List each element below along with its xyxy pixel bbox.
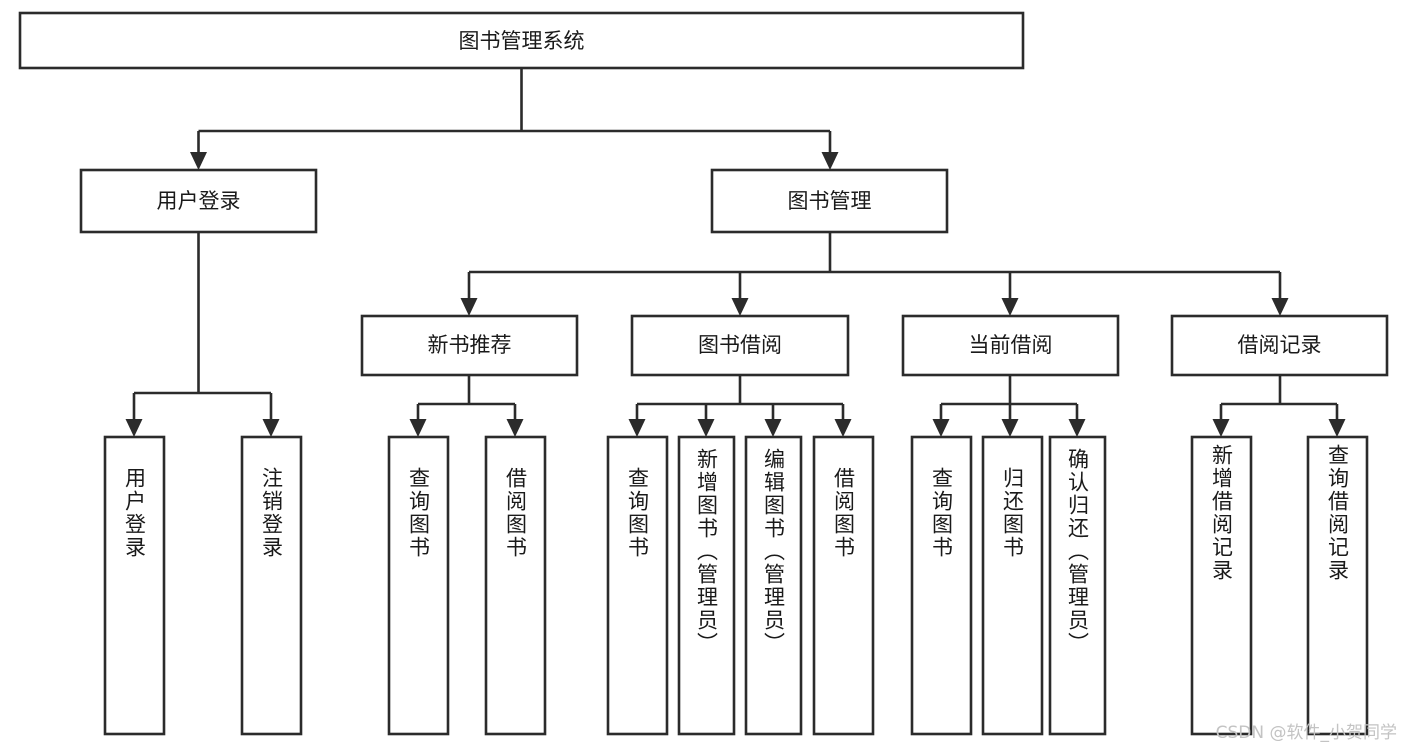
edge-root-trunk xyxy=(197,68,832,152)
arrow-to-user-login xyxy=(190,152,207,170)
arrow-to-borrow-record xyxy=(1271,298,1289,316)
edge-current-borrow-trunk xyxy=(939,375,1079,419)
leaf-box-add-record[interactable] xyxy=(1190,435,1253,736)
arrow-to-leaf-add-book xyxy=(697,419,715,437)
leaf-label-query-record: 查询借阅记录 xyxy=(1326,444,1350,582)
leaf-box-query-book-3[interactable] xyxy=(910,435,973,736)
node-book-borrow-box[interactable] xyxy=(630,314,850,377)
node-book-borrow-label: 图书借阅 xyxy=(698,333,782,357)
arrow-to-leaf-user-login xyxy=(125,419,143,437)
arrow-to-leaf-confirm-return xyxy=(1068,419,1086,437)
edges-layer xyxy=(125,68,1346,437)
node-root-label: 图书管理系统 xyxy=(459,29,585,53)
leaf-label-borrow-book-1: 借阅图书 xyxy=(504,467,528,559)
leaf-label-query-book-2: 查询图书 xyxy=(626,467,650,559)
arrow-to-book-mgmt xyxy=(821,152,839,170)
node-new-book-recommend-box[interactable] xyxy=(360,314,579,377)
leaf-label-edit-book: 编辑图书（管理员） xyxy=(762,448,786,655)
arrow-to-current-borrow xyxy=(1001,298,1019,316)
node-root[interactable]: 图书管理系统 xyxy=(18,11,1025,70)
node-root-box[interactable] xyxy=(18,11,1025,70)
leaf-box-confirm-return[interactable] xyxy=(1048,435,1107,736)
arrow-to-leaf-query-book-1 xyxy=(409,419,427,437)
node-current-borrow-label: 当前借阅 xyxy=(969,333,1053,357)
arrow-to-leaf-borrow-book-2 xyxy=(834,419,852,437)
leaf-label-confirm-return: 确认归还（管理员） xyxy=(1066,448,1090,655)
arrow-to-leaf-query-book-3 xyxy=(932,419,950,437)
leaf-boxes-layer xyxy=(103,435,1369,736)
arrow-to-leaf-query-book-2 xyxy=(628,419,646,437)
leaf-labels-layer: 用户登录 注销登录 查询图书 借阅图书 查询图书 新增图书（管理员） 编辑图书（… xyxy=(123,444,1350,655)
edge-user-login-trunk xyxy=(132,232,273,419)
node-user-login-box[interactable] xyxy=(79,168,318,234)
node-user-login-label: 用户登录 xyxy=(157,189,241,213)
edge-book-borrow-trunk xyxy=(635,375,845,419)
leaf-label-add-record: 新增借阅记录 xyxy=(1210,444,1234,582)
arrow-to-leaf-borrow-book-1 xyxy=(506,419,524,437)
csdn-watermark: CSDN @软件_小贺同学 xyxy=(1215,723,1397,743)
node-user-login[interactable]: 用户登录 xyxy=(79,168,318,234)
leaf-box-borrow-book-1[interactable] xyxy=(484,435,547,736)
arrow-to-leaf-add-record xyxy=(1212,419,1230,437)
arrow-to-leaf-edit-book xyxy=(764,419,782,437)
leaf-label-add-book: 新增图书（管理员） xyxy=(695,448,719,655)
node-new-book-recommend[interactable]: 新书推荐 xyxy=(360,314,579,377)
leaf-box-edit-book[interactable] xyxy=(744,435,803,736)
node-current-borrow-box[interactable] xyxy=(901,314,1120,377)
leaf-label-borrow-book-2: 借阅图书 xyxy=(832,467,856,559)
edge-new-book-rec-trunk xyxy=(416,375,517,419)
arrow-to-new-book-rec xyxy=(460,298,478,316)
leaf-box-user-login[interactable] xyxy=(103,435,166,736)
node-borrow-record-label: 借阅记录 xyxy=(1238,333,1322,357)
leaf-label-query-book-1: 查询图书 xyxy=(407,467,431,559)
node-current-borrow[interactable]: 当前借阅 xyxy=(901,314,1120,377)
leaf-box-return-book[interactable] xyxy=(981,435,1044,736)
node-borrow-record[interactable]: 借阅记录 xyxy=(1170,314,1389,377)
arrow-to-leaf-logout xyxy=(262,419,280,437)
leaf-box-query-book-2[interactable] xyxy=(606,435,669,736)
arrow-to-leaf-query-record xyxy=(1328,419,1346,437)
leaf-label-user-login: 用户登录 xyxy=(123,467,147,559)
edge-book-mgmt-trunk xyxy=(467,232,1282,298)
arrow-to-leaf-return-book xyxy=(1001,419,1019,437)
leaf-box-borrow-book-2[interactable] xyxy=(812,435,875,736)
leaf-box-query-record[interactable] xyxy=(1306,435,1369,736)
arrow-to-book-borrow xyxy=(731,298,749,316)
leaf-box-logout[interactable] xyxy=(240,435,303,736)
node-borrow-record-box[interactable] xyxy=(1170,314,1389,377)
leaf-label-logout: 注销登录 xyxy=(260,467,284,559)
node-book-management-box[interactable] xyxy=(710,168,949,234)
node-new-book-recommend-label: 新书推荐 xyxy=(428,333,512,357)
edge-borrow-record-trunk xyxy=(1219,375,1339,419)
leaf-label-query-book-3: 查询图书 xyxy=(930,467,954,559)
leaf-box-add-book[interactable] xyxy=(677,435,736,736)
node-book-management[interactable]: 图书管理 xyxy=(710,168,949,234)
leaf-label-return-book: 归还图书 xyxy=(1001,467,1025,559)
node-book-borrow[interactable]: 图书借阅 xyxy=(630,314,850,377)
node-book-management-label: 图书管理 xyxy=(788,189,872,213)
leaf-box-query-book-1[interactable] xyxy=(387,435,450,736)
